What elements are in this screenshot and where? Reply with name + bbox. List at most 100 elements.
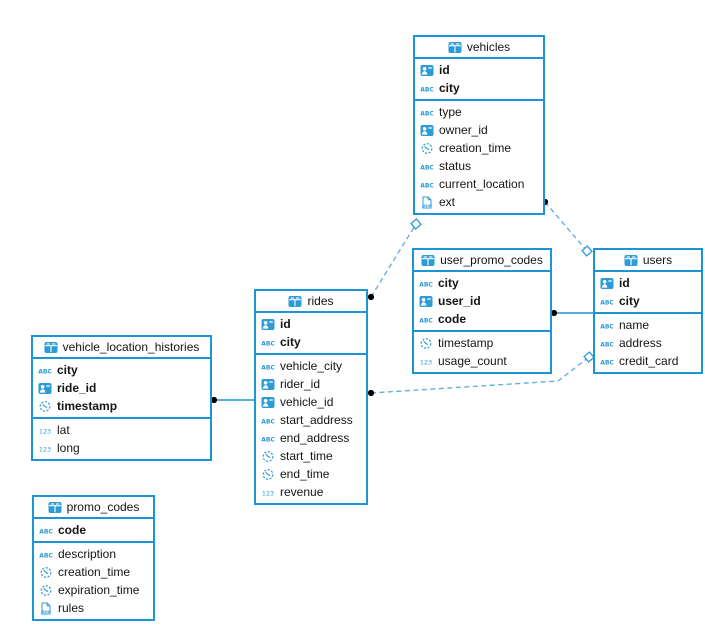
column-rider_id[interactable]: rider_id xyxy=(256,375,366,393)
relation-line[interactable] xyxy=(544,201,588,252)
column-label: expiration_time xyxy=(58,583,140,597)
table-grid-icon xyxy=(421,254,435,267)
svg-text:ABC: ABC xyxy=(261,418,275,425)
column-vehicle_id[interactable]: vehicle_id xyxy=(256,393,366,411)
svg-text:ABC: ABC xyxy=(600,299,614,306)
table-header[interactable]: vehicles xyxy=(415,37,543,59)
svg-text:123: 123 xyxy=(419,358,431,366)
column-label: usage_count xyxy=(438,354,507,368)
column-user_id[interactable]: user_id xyxy=(414,292,550,310)
relation-rides-to-users[interactable] xyxy=(367,351,595,397)
abc-text-icon: ABC xyxy=(38,548,53,561)
table-header[interactable]: users xyxy=(595,250,701,272)
relation-dot-endpoint xyxy=(550,309,558,317)
table-name: vehicles xyxy=(466,40,511,54)
column-label: code xyxy=(438,312,467,326)
relation-user_promo_codes-to-users[interactable] xyxy=(550,309,593,317)
column-creation_time[interactable]: creation_time xyxy=(34,563,153,581)
svg-text:JSON: JSON xyxy=(421,204,432,208)
column-address[interactable]: ABC address xyxy=(595,334,701,352)
column-label: address xyxy=(619,336,662,350)
svg-text:ABC: ABC xyxy=(420,86,434,93)
column-label: id xyxy=(619,276,630,290)
table-header[interactable]: vehicle_location_histories xyxy=(33,337,210,359)
column-usage_count[interactable]: 123 usage_count xyxy=(414,352,550,370)
column-id[interactable]: id xyxy=(595,274,701,292)
relation-vehicles-to-users[interactable] xyxy=(541,198,593,257)
table-header[interactable]: rides xyxy=(256,291,366,313)
column-label: ext xyxy=(439,195,456,209)
column-label: revenue xyxy=(280,485,324,499)
id-card-icon xyxy=(419,124,434,137)
column-label: code xyxy=(58,523,87,537)
column-timestamp[interactable]: timestamp xyxy=(33,397,210,415)
column-label: type xyxy=(439,105,462,119)
svg-text:JSON: JSON xyxy=(40,610,51,614)
relation-vehicle_location_histories-to-rides[interactable] xyxy=(210,396,254,404)
relation-rides-to-vehicles[interactable] xyxy=(367,218,422,301)
column-label: rider_id xyxy=(280,377,321,391)
column-end_time[interactable]: end_time xyxy=(256,465,366,483)
numeric-123-icon: 123 xyxy=(37,424,52,437)
id-card-icon xyxy=(260,396,275,409)
column-label: city xyxy=(280,335,301,349)
relation-line[interactable] xyxy=(370,223,417,298)
column-id[interactable]: id xyxy=(256,315,366,333)
column-start_time[interactable]: start_time xyxy=(256,447,366,465)
table-header[interactable]: promo_codes xyxy=(34,497,153,519)
column-label: credit_card xyxy=(619,354,679,368)
column-ext[interactable]: JSON ext xyxy=(415,193,543,211)
column-city[interactable]: ABC city xyxy=(33,361,210,379)
table-header[interactable]: user_promo_codes xyxy=(414,250,550,272)
clock-icon xyxy=(38,566,53,579)
column-timestamp[interactable]: timestamp xyxy=(414,334,550,352)
relation-diamond-endpoint xyxy=(581,245,593,257)
clock-icon xyxy=(419,142,434,155)
column-expiration_time[interactable]: expiration_time xyxy=(34,581,153,599)
relation-line[interactable] xyxy=(370,356,590,394)
column-label: city xyxy=(57,363,78,377)
clock-icon xyxy=(418,337,433,350)
table-grid-icon xyxy=(44,341,58,354)
column-id[interactable]: id xyxy=(415,61,543,79)
svg-text:ABC: ABC xyxy=(600,341,614,348)
column-creation_time[interactable]: creation_time xyxy=(415,139,543,157)
column-ride_id[interactable]: ride_id xyxy=(33,379,210,397)
clock-icon xyxy=(38,584,53,597)
svg-text:ABC: ABC xyxy=(39,552,53,559)
table-name: rides xyxy=(307,294,334,308)
column-owner_id[interactable]: owner_id xyxy=(415,121,543,139)
columns-section: timestamp 123 usage_count xyxy=(414,330,550,372)
svg-text:ABC: ABC xyxy=(38,368,52,375)
